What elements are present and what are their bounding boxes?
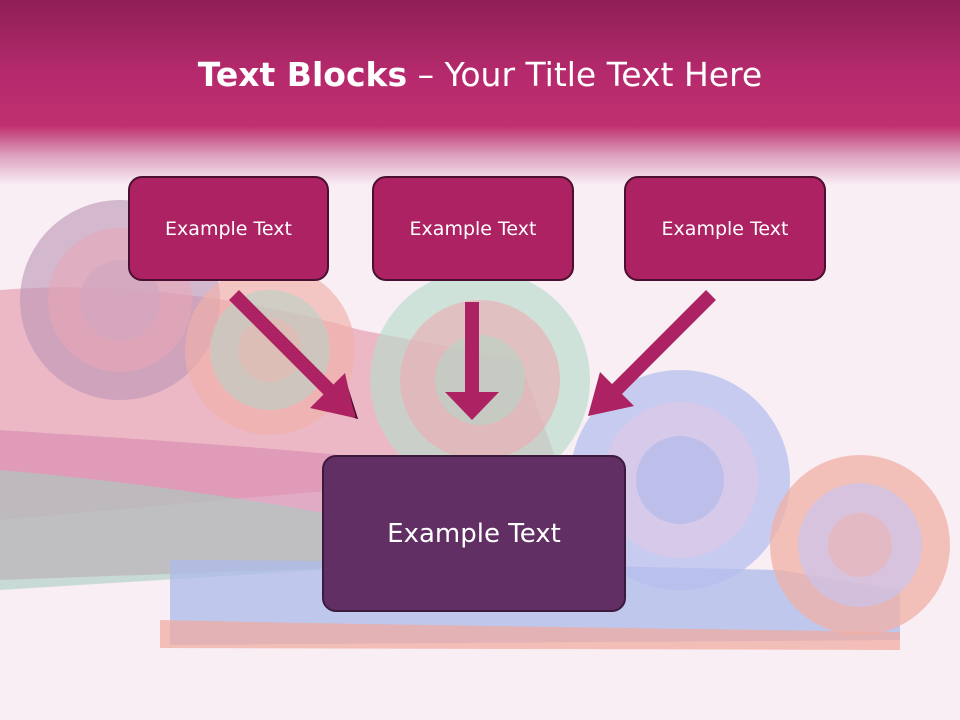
text-block-3[interactable]: Example Text (624, 176, 826, 281)
title-bold: Text Blocks (197, 55, 408, 94)
arrow-left (229, 290, 359, 420)
main-text-block[interactable]: Example Text (322, 455, 626, 612)
title-bar (0, 0, 960, 185)
text-block-2-label: Example Text (409, 217, 537, 240)
text-block-2[interactable]: Example Text (372, 176, 574, 281)
slide-title: Text Blocks – Your Title Text Here (0, 52, 960, 98)
text-block-1-label: Example Text (165, 217, 292, 240)
text-block-3-label: Example Text (661, 217, 789, 240)
text-block-1[interactable]: Example Text (128, 176, 329, 281)
title-dash: – (407, 55, 445, 94)
main-text-block-label: Example Text (387, 518, 561, 549)
arrow-right (588, 290, 716, 416)
title-rest: Your Title Text Here (444, 55, 763, 94)
arrow-middle (445, 302, 499, 420)
